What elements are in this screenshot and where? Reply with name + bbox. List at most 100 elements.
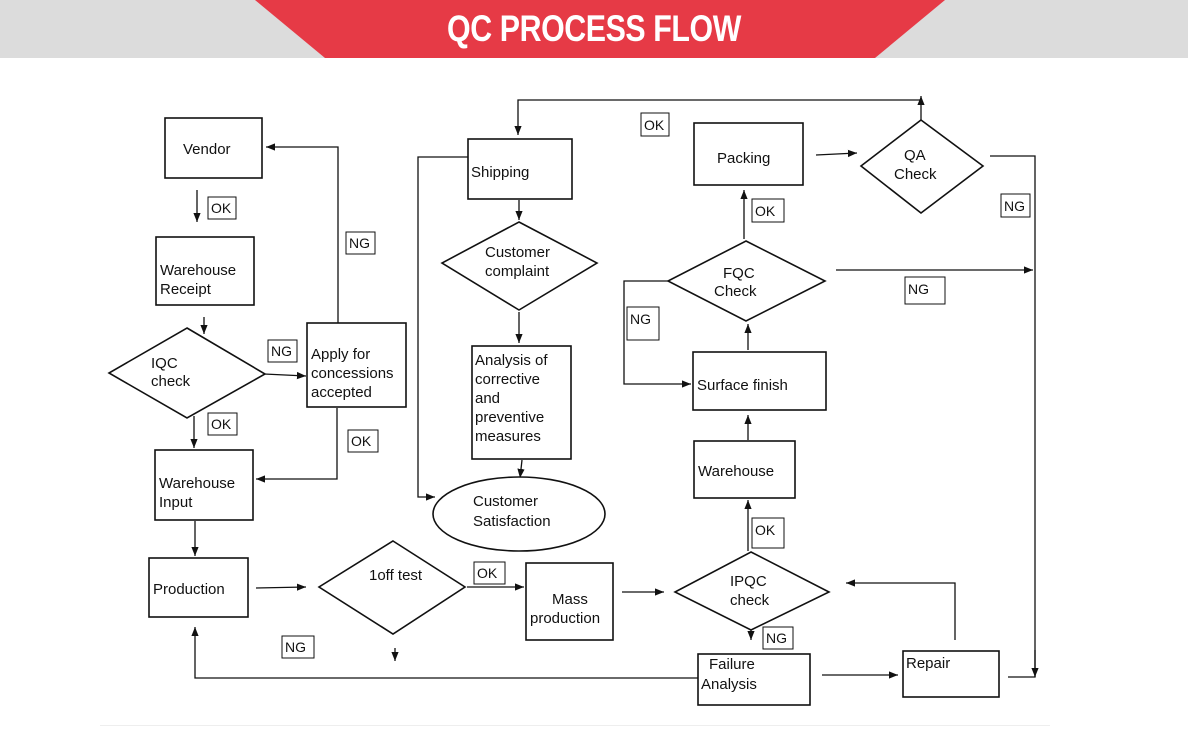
node-warehouse-receipt-line2: Receipt xyxy=(160,281,212,298)
node-fqc-line2: Check xyxy=(714,283,757,300)
tag-ok-apply-text: OK xyxy=(351,433,372,449)
node-surface-label: Surface finish xyxy=(697,377,788,394)
node-analysis-line5: measures xyxy=(475,428,541,445)
node-warehouse-input: Warehouse Input xyxy=(154,449,254,521)
tag-ok-vendor-text: OK xyxy=(211,200,232,216)
tag-ng-iqc: NG xyxy=(267,339,298,363)
node-warehouse-label: Warehouse xyxy=(698,463,774,480)
edge-repair-ipqc xyxy=(846,579,956,640)
edge-packing-qa xyxy=(815,149,858,158)
node-surface-finish: Surface finish xyxy=(692,351,827,411)
tag-ok-1off-text: OK xyxy=(477,565,498,581)
edge-apply-input xyxy=(256,408,338,483)
node-packing-label: Packing xyxy=(717,150,770,167)
node-repair: Repair xyxy=(902,650,1000,698)
node-analysis-line4: preventive xyxy=(475,409,544,426)
node-shipping-label: Shipping xyxy=(471,164,529,181)
tag-ok-iqc-text: OK xyxy=(211,416,232,432)
node-fqc-line1: FQC xyxy=(723,265,755,282)
node-mass-line1: Mass xyxy=(552,591,588,608)
qc-flow-diagram: Vendor Warehouse Receipt IQC check Apply… xyxy=(107,96,1039,706)
tag-ok-ipqc-text: OK xyxy=(755,522,776,538)
node-apply-line1: Apply for xyxy=(311,346,370,363)
node-mass-line2: production xyxy=(530,610,600,627)
node-apply-line3: accepted xyxy=(311,384,372,401)
tag-ng-apply: NG xyxy=(345,231,376,255)
tag-ok-1off: OK xyxy=(473,561,506,585)
node-ipqc-line1: IPQC xyxy=(730,573,767,590)
tag-ng-qa: NG xyxy=(1000,193,1031,218)
node-fqc-check: FQC Check xyxy=(666,240,827,322)
node-analysis-line3: and xyxy=(475,390,500,407)
edge-fqc-surface xyxy=(623,280,691,388)
node-analysis-line2: corrective xyxy=(475,371,540,388)
page-title: QC PROCESS FLOW xyxy=(447,8,741,49)
node-analysis: Analysis of corrective and preventive me… xyxy=(471,345,572,460)
node-repair-label: Repair xyxy=(906,655,950,672)
node-shipping: Shipping xyxy=(467,138,573,200)
node-vendor-label: Vendor xyxy=(183,141,231,158)
tag-ng-ipqc-text: NG xyxy=(766,630,787,646)
node-1off-test-label: 1off test xyxy=(369,567,423,584)
tag-ng-production-text: NG xyxy=(285,639,306,655)
tag-ng-production: NG xyxy=(281,635,315,659)
edge-failure-production xyxy=(191,627,700,679)
node-iqc-check-line1: IQC xyxy=(151,355,178,372)
node-satisfaction-line1: Customer xyxy=(473,493,538,510)
tag-ok-vendor: OK xyxy=(207,196,237,220)
node-production: Production xyxy=(148,557,249,618)
edge-production-1off xyxy=(255,583,307,591)
tag-ok-qa: OK xyxy=(640,112,670,137)
edge-shipping-satisfaction xyxy=(417,156,468,501)
tag-ok-packing-text: OK xyxy=(755,203,776,219)
node-production-label: Production xyxy=(153,581,225,598)
tag-ng-iqc-text: NG xyxy=(271,343,292,359)
node-warehouse-receipt: Warehouse Receipt xyxy=(155,236,255,306)
node-qa-line1: QA xyxy=(904,147,926,164)
node-failure-line1: Failure xyxy=(709,656,755,673)
tag-ng-fqc-left: NG xyxy=(626,306,660,341)
node-complaint-line2: complaint xyxy=(485,263,550,280)
node-iqc-check-line2: check xyxy=(151,373,191,390)
node-apply-line2: concessions xyxy=(311,365,394,382)
edge-iqc-apply xyxy=(263,371,307,380)
node-complaint-line1: Customer xyxy=(485,244,550,261)
tag-ng-apply-text: NG xyxy=(349,235,370,251)
node-iqc-check: IQC check xyxy=(107,327,267,419)
title-banner-shape xyxy=(255,0,945,58)
edge-apply-vendor xyxy=(266,143,339,323)
node-apply-concessions: Apply for concessions accepted xyxy=(306,322,407,408)
node-failure-line2: Analysis xyxy=(701,676,757,693)
node-1off-test: 1off test xyxy=(317,540,467,635)
node-warehouse-input-line2: Input xyxy=(159,494,193,511)
node-warehouse-input-line1: Warehouse xyxy=(159,475,235,492)
node-warehouse-receipt-line1: Warehouse xyxy=(160,262,236,279)
tag-ng-fqc-right-text: NG xyxy=(908,281,929,297)
node-analysis-line1: Analysis of xyxy=(475,352,548,369)
node-warehouse: Warehouse xyxy=(693,440,796,499)
bottom-divider xyxy=(100,725,1050,726)
title-banner xyxy=(255,0,945,58)
node-ipqc-line2: check xyxy=(730,592,770,609)
node-mass-production: Mass production xyxy=(525,562,614,641)
node-failure-analysis: Failure Analysis xyxy=(697,653,811,706)
node-customer-satisfaction: Customer Satisfaction xyxy=(432,476,606,552)
connectors xyxy=(190,96,1039,679)
edge-qa-repair xyxy=(990,155,1036,678)
tag-ng-ipqc: NG xyxy=(762,626,794,650)
node-satisfaction-line2: Satisfaction xyxy=(473,513,551,530)
edge-analysis-satisfaction xyxy=(517,459,525,479)
tag-ng-fqc-left-text: NG xyxy=(630,311,651,327)
tag-ok-iqc: OK xyxy=(207,412,238,436)
tag-ng-fqc-right: NG xyxy=(904,276,946,305)
node-packing: Packing xyxy=(693,122,804,186)
node-qa-line2: Check xyxy=(894,166,937,183)
tag-ok-ipqc: OK xyxy=(751,517,785,549)
node-qa-check: QA Check xyxy=(859,118,985,215)
node-ipqc-check: IPQC check xyxy=(673,551,831,631)
node-customer-complaint: Customer complaint xyxy=(440,221,599,311)
tag-ng-qa-text: NG xyxy=(1004,198,1025,214)
edge-qa-shipping xyxy=(514,99,922,135)
tag-ok-qa-text: OK xyxy=(644,117,665,133)
tag-ok-apply: OK xyxy=(347,429,379,453)
